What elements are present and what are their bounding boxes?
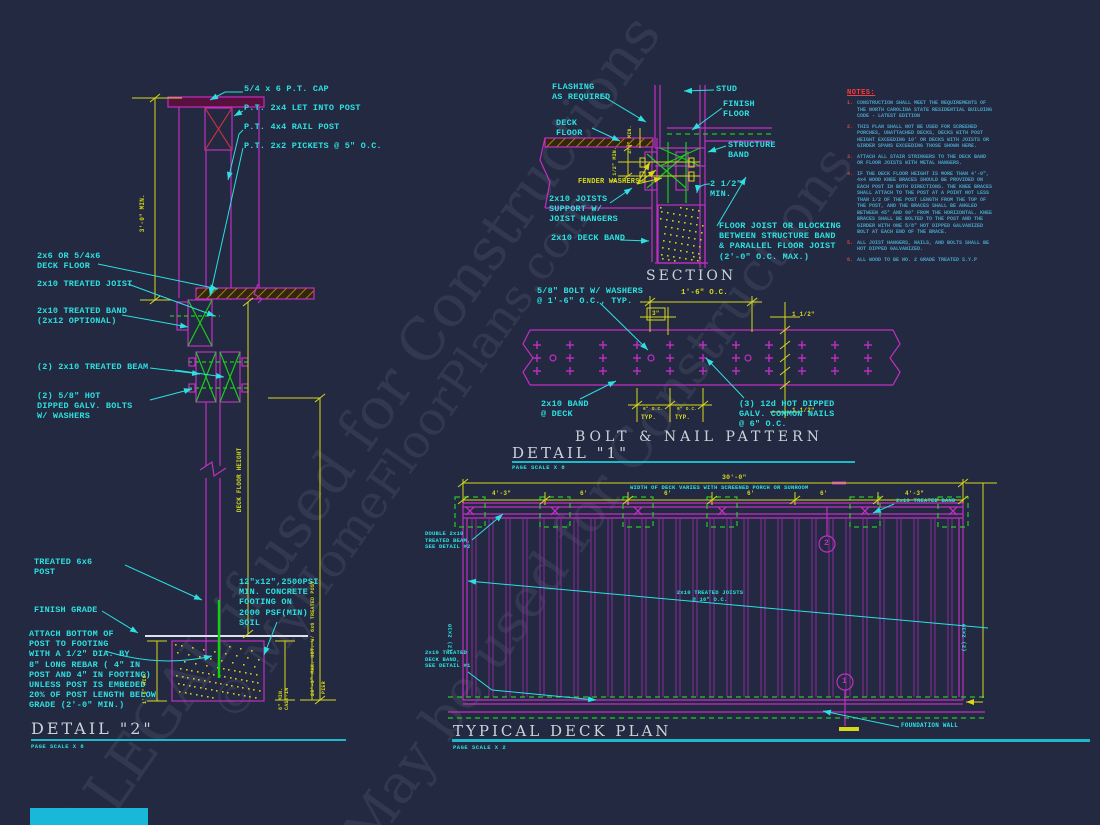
dim-3in: 3"	[652, 310, 660, 317]
detail1-scale: PAGE SCALE X 8	[512, 464, 566, 471]
label-treated-beam: (2) 2x10 TREATED BEAM	[37, 362, 149, 372]
label-finish-grade: FINISH GRADE	[34, 605, 98, 615]
label-let-into-post: P.T. 2x4 LET INTO POST	[244, 103, 361, 113]
detail2-underline	[31, 739, 346, 741]
dim-segment: 4'-3"	[905, 490, 925, 497]
dim-deck-floor-height: DECK FLOOR HEIGHT	[235, 447, 243, 513]
dim-typ-a: TYP.	[641, 414, 657, 421]
label-structure-band: STRUCTURE BAND	[728, 140, 776, 161]
dim-segment: 6'	[664, 490, 672, 497]
detail1-title: DETAIL "1"	[512, 444, 629, 462]
note-floor-joist-blocking: FLOOR JOIST OR BLOCKING BETWEEN STRUCTUR…	[719, 221, 841, 262]
note-item: 5.ALL JOIST HANGERS, NAILS, AND BOLTS SH…	[847, 239, 990, 253]
detail1-underline	[512, 461, 855, 463]
dim-pier-label: PIER	[321, 681, 327, 694]
label-deck-band-plan: 2x10 TREATED DECK BAND, SEE DETAIL #1	[425, 649, 471, 670]
label-pt-cap: 5/4 x 6 P.T. CAP	[244, 84, 329, 94]
deck-plan-scale: PAGE SCALE X 2	[453, 744, 507, 751]
label-joists-16oc: 2x10 TREATED JOISTS @ 16" O.C.	[676, 589, 744, 603]
dim-footing-depth: 1'-6" MIN.	[142, 671, 148, 704]
deck-plan-geometry	[448, 478, 997, 731]
deck-plan-title: TYPICAL DECK PLAN	[453, 722, 672, 740]
detail2-geometry	[97, 91, 336, 705]
label-double-beam: DOUBLE 2x10 TREATED BEAM, SEE DETAIL #2	[425, 530, 471, 551]
label-deck-floor: 2x6 OR 5/4x6 DECK FLOOR	[37, 251, 101, 272]
label-treated-band-plan: 2x10 TREATED BAND	[896, 497, 956, 504]
dim-1-6-oc: 1'-6" O.C.	[681, 289, 729, 297]
dim-cast-in: 8" MIN. CAST-IN	[278, 687, 290, 710]
notes-title: NOTES:	[847, 89, 876, 97]
label-6x6-post: TREATED 6x6 POST	[34, 557, 93, 578]
callout-2: 2	[824, 539, 830, 548]
note-item: 1.CONSTRUCTION SHALL MEET THE REQUIREMEN…	[847, 100, 993, 119]
dim-typ-b: TYP.	[675, 414, 691, 421]
label-joists-support: 2x10 JOISTS SUPPORT W/ JOIST HANGERS	[549, 194, 618, 225]
label-foundation-wall: FOUNDATION WALL	[901, 722, 959, 729]
note-item: 6.ALL WOOD TO BE NO. 2 GRADE TREATED S.Y…	[847, 256, 978, 263]
dim-segment: 4'-3"	[492, 490, 512, 497]
label-min-2half: 2 1/2" MIN.	[710, 179, 742, 200]
label-stud: STUD	[716, 84, 738, 94]
label-deck-band: 2x10 DECK BAND	[551, 233, 626, 243]
label-2x10-right: (2) 2x10	[960, 623, 968, 652]
dim-segment: 6'	[747, 490, 755, 497]
notes-block: NOTES: 1.CONSTRUCTION SHALL MEET THE REQ…	[847, 89, 995, 267]
bolt-nail-pattern-title: BOLT & NAIL PATTERN	[575, 429, 823, 445]
note-item: 2.THIS PLAN SHALL NOT BE USED FOR SCREEN…	[847, 123, 990, 150]
note-item: 3.ATTACH ALL STAIR STRINGERS TO THE DECK…	[847, 153, 987, 167]
label-galv-bolts: (2) 5/8" HOT DIPPED GALV. BOLTS W/ WASHE…	[37, 391, 133, 422]
label-pickets: P.T. 2x2 PICKETS @ 5" O.C.	[244, 141, 382, 151]
note-item: 4.IF THE DECK FLOOR HEIGHT IS MORE THAN …	[847, 170, 993, 236]
label-width-varies: WIDTH OF DECK VARIES WITH SCREENED PORCH…	[630, 484, 809, 491]
label-treated-joist: 2x10 TREATED JOIST	[37, 279, 133, 289]
label-treated-band: 2x10 TREATED BAND (2x12 OPTIONAL)	[37, 306, 128, 327]
sheet-corner-bar	[30, 808, 148, 825]
dim-6oc-a: 6" O.C.	[643, 407, 664, 412]
dim-1half-bot: 1 1/2"	[792, 407, 815, 414]
label-band-deck: 2x10 BAND @ DECK	[541, 399, 589, 420]
section-title: SECTION	[646, 268, 737, 284]
label-bolt-washers: 5/8" BOLT W/ WASHERS @ 1'-6" O.C., TYP.	[537, 286, 644, 307]
label-finish-floor: FINISH FLOOR	[723, 99, 755, 120]
dim-6oc-b: 6" O.C.	[677, 407, 698, 412]
note-attach-post: ATTACH BOTTOM OF POST TO FOOTING WITH A …	[29, 629, 157, 711]
deck-plan-underline	[452, 739, 1090, 742]
label-fender-washers: FENDER WASHERS	[578, 178, 640, 186]
detail2-title: DETAIL "2"	[31, 719, 154, 738]
dim-min-34: 3/4" MIN.	[627, 125, 633, 154]
dim-segment: 6'	[580, 490, 588, 497]
callout-1: 1	[842, 677, 848, 686]
label-2x10-left: (2) 2x10	[446, 623, 454, 652]
dim-1half-top: 1 1/2"	[792, 311, 815, 318]
dim-overall-30ft: 30'-0"	[722, 474, 747, 481]
label-rail-post: P.T. 4x4 RAIL POST	[244, 122, 340, 132]
dim-rail-height: 3'-0" MIN.	[138, 194, 146, 233]
dim-post-max-height: 20'-0" MAX. HGT. W/ 6x6 TREATED POST	[310, 580, 316, 696]
section-geometry	[539, 85, 772, 268]
label-concrete-footing: 12"x12",2500PSI MIN. CONCRETE FOOTING ON…	[239, 577, 319, 628]
detail1-geometry	[522, 296, 901, 422]
label-flashing: FLASHING AS REQUIRED	[552, 82, 611, 103]
dim-segment: 6'	[820, 490, 828, 497]
label-section-deck-floor: DECK FLOOR	[556, 118, 583, 139]
detail2-scale: PAGE SCALE X 8	[31, 743, 85, 750]
label-common-nails: (3) 12d HOT DIPPED GALV. COMMON NAILS @ …	[739, 399, 835, 430]
dim-min-2half-v: 2 1/2" MIN.	[612, 146, 618, 182]
